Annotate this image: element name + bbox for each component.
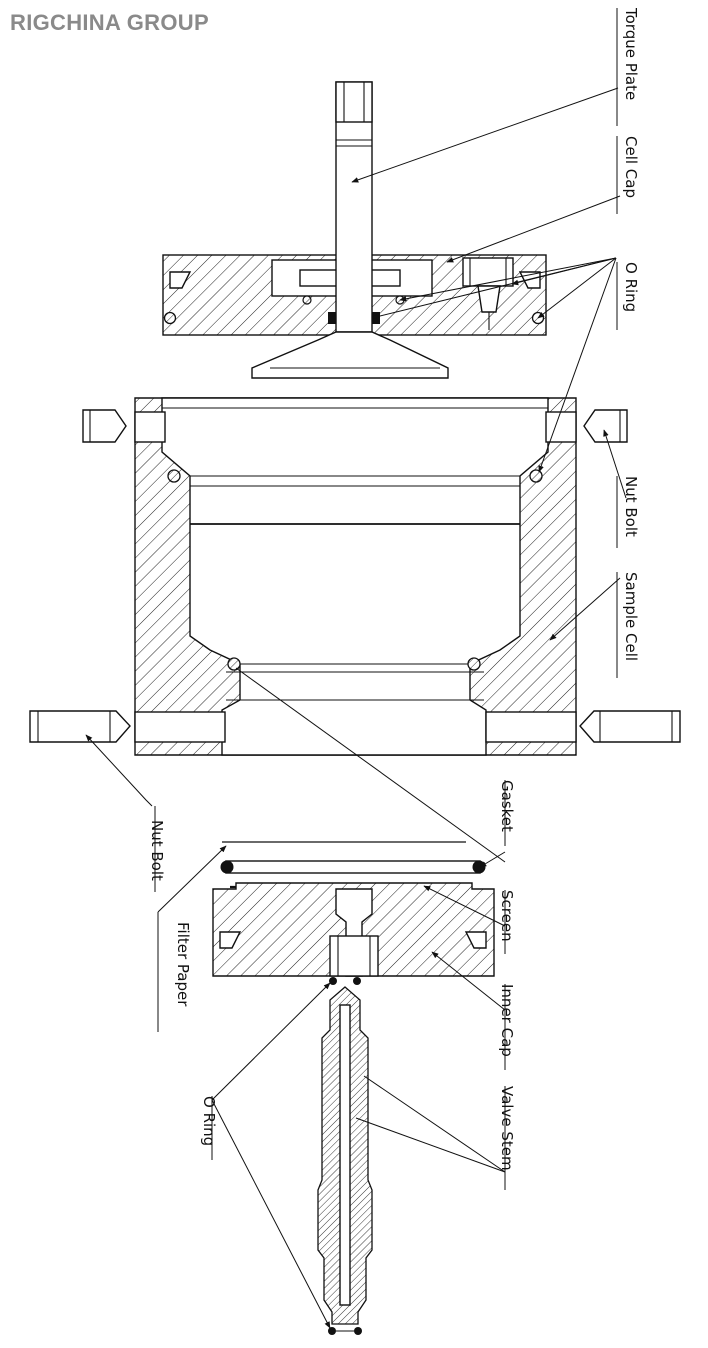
o-ring-cell-lower-left [227,657,241,671]
o-ring-stem-bottom-right [354,1327,362,1335]
label-gasket: Gasket [498,780,516,832]
sample-cell [134,397,577,756]
label-valve-stem: Valve Stem [498,1086,516,1171]
label-sample-cell: Sample Cell [622,572,640,661]
o-ring-cap-left [163,311,177,325]
label-cell-cap: Cell Cap [622,136,640,198]
inner-cap [212,882,495,977]
seal-block-left [328,312,336,324]
label-inner-cap: Inner Cap [498,984,516,1057]
label-torque-plate: Torque Plate [622,7,640,100]
label-o-ring-bottom: O Ring [200,1096,218,1146]
nut-bolt-lower-left [29,710,131,743]
valve-stem [317,977,373,1335]
o-ring-cell-lower-right [467,657,481,671]
leader-lines [85,87,627,1329]
o-ring-stem-top-left [329,977,337,985]
nut-bolt-upper-left [82,409,127,443]
nut-bolt-upper-right [583,409,628,443]
labels: Torque Plate Cell Cap O Ring Nut Bolt Sa… [148,7,640,1190]
torque-plate [251,81,449,379]
o-ring-stem-bottom-left [328,1327,336,1335]
label-screen: Screen [498,890,516,942]
o-ring-cap-inner-left [302,295,312,305]
brand-logo-text: RIGCHINA GROUP [10,10,209,35]
gasket [220,860,486,874]
label-nut-bolt-right: Nut Bolt [622,476,640,537]
o-ring-cell-upper-left [167,469,181,483]
o-ring-stem-top-right [353,977,361,985]
label-filter-paper: Filter Paper [174,922,192,1007]
nut-bolt-lower-right [579,710,681,743]
o-ring-cell-upper-right [529,469,543,483]
label-o-ring-top: O Ring [622,262,640,312]
label-nut-bolt-left: Nut Bolt [148,820,166,881]
